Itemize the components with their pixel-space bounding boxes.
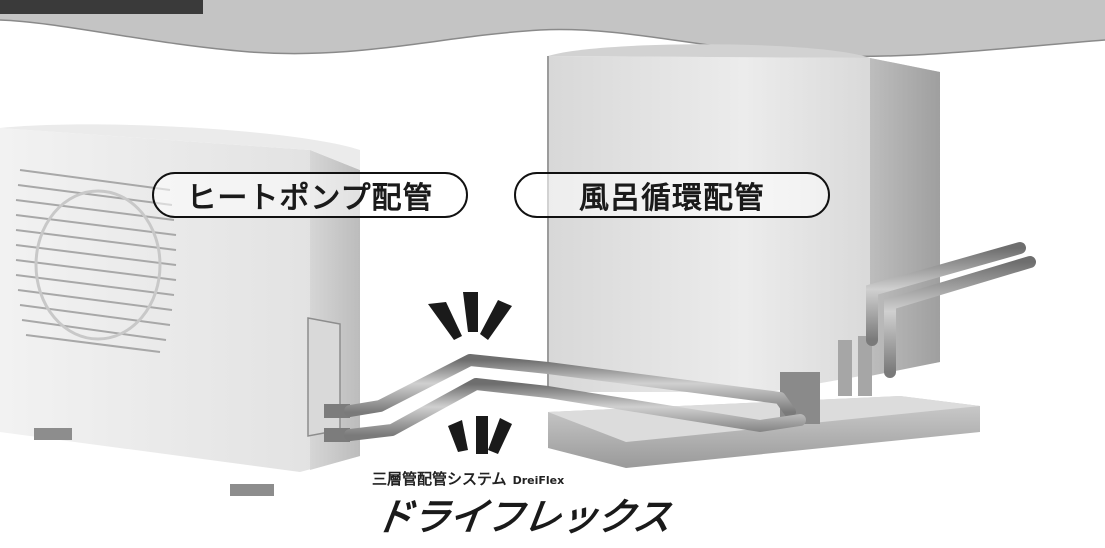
logo-subtitle-en: DreiFlex: [512, 474, 565, 487]
bath-circulation-piping-label: 風呂循環配管: [514, 172, 830, 218]
logo-subtitle-row: 三層管配管システム DreiFlex: [372, 468, 564, 489]
bath-circulation-piping-text: 風呂循環配管: [579, 181, 765, 216]
top-wave-band: [0, 0, 1105, 57]
burst-lines: [428, 292, 512, 454]
heat-pump-piping-label: ヒートポンプ配管: [152, 172, 468, 218]
header-block: [0, 0, 203, 14]
fan-grille: [15, 169, 177, 353]
connecting-pipes: [344, 354, 806, 441]
heat-pump-foot: [230, 484, 274, 496]
heat-pump-piping-text: ヒートポンプ配管: [186, 181, 434, 216]
logo-subtitle-jp: 三層管配管システム: [372, 470, 507, 488]
storage-tank-body: [548, 56, 940, 392]
heat-pump-foot: [34, 428, 72, 440]
logo-name-jp: ドライフレックス: [372, 495, 674, 539]
dreiflex-logo: 三層管配管システム DreiFlex ドライフレックス: [372, 468, 673, 546]
